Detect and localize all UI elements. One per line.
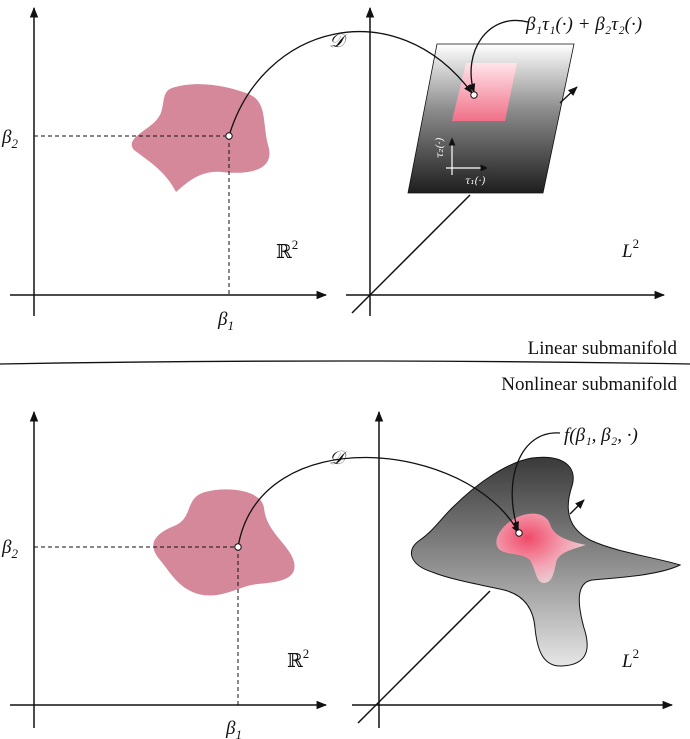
top-beta1-label: β1 xyxy=(217,309,234,333)
bottom-panel: β2 β1 ℝ2 𝒟 f(β₁, β₂, ·) L2 xyxy=(1,410,682,739)
bottom-formula-arrow xyxy=(511,432,561,531)
top-parameter-point xyxy=(225,132,233,140)
bottom-l2-label: L2 xyxy=(621,646,639,672)
top-map-label: 𝒟 xyxy=(329,31,348,52)
bottom-map-arrow xyxy=(237,456,520,548)
top-panel: β2 β1 ℝ2 τ₁(·) τ₂(·) 𝒟 β₁τ₁(·) + β₂τ₂(·)… xyxy=(1,6,666,333)
bottom-beta2-label: β2 xyxy=(1,537,18,561)
tau1-label: τ₁(·) xyxy=(465,176,486,187)
tau2-label: τ₂(·) xyxy=(435,137,446,158)
surface-normal-arrow xyxy=(569,499,585,515)
top-parameter-blob xyxy=(131,84,270,192)
top-l2-label: L2 xyxy=(621,236,639,262)
bottom-r2-label: ℝ2 xyxy=(287,646,309,672)
top-beta2-label: β2 xyxy=(1,127,18,151)
top-formula-arrow xyxy=(468,19,529,93)
top-image-point xyxy=(470,91,478,99)
bottom-right-diagonal-axis xyxy=(357,590,491,724)
nonlinear-caption: Nonlinear submanifold xyxy=(501,374,677,395)
surface-formula-label: f(β₁, β₂, ·) xyxy=(564,425,638,446)
bottom-map-label: 𝒟 xyxy=(329,448,348,469)
plane-image-region xyxy=(452,63,517,121)
divider-line xyxy=(0,360,690,365)
bottom-parameter-point xyxy=(234,543,242,551)
top-r2-label: ℝ2 xyxy=(276,237,298,263)
bottom-beta1-label: β1 xyxy=(225,718,242,739)
plane-normal-arrow xyxy=(559,86,578,104)
top-right-diagonal-axis xyxy=(351,194,471,314)
bottom-image-point xyxy=(515,529,523,537)
bottom-parameter-blob xyxy=(153,489,295,596)
plane-formula-label: β₁τ₁(·) + β₂τ₂(·) xyxy=(525,14,642,35)
top-map-arrow xyxy=(228,31,473,137)
divider: Linear submanifold Nonlinear submanifold xyxy=(0,338,690,395)
linear-caption: Linear submanifold xyxy=(528,338,678,359)
